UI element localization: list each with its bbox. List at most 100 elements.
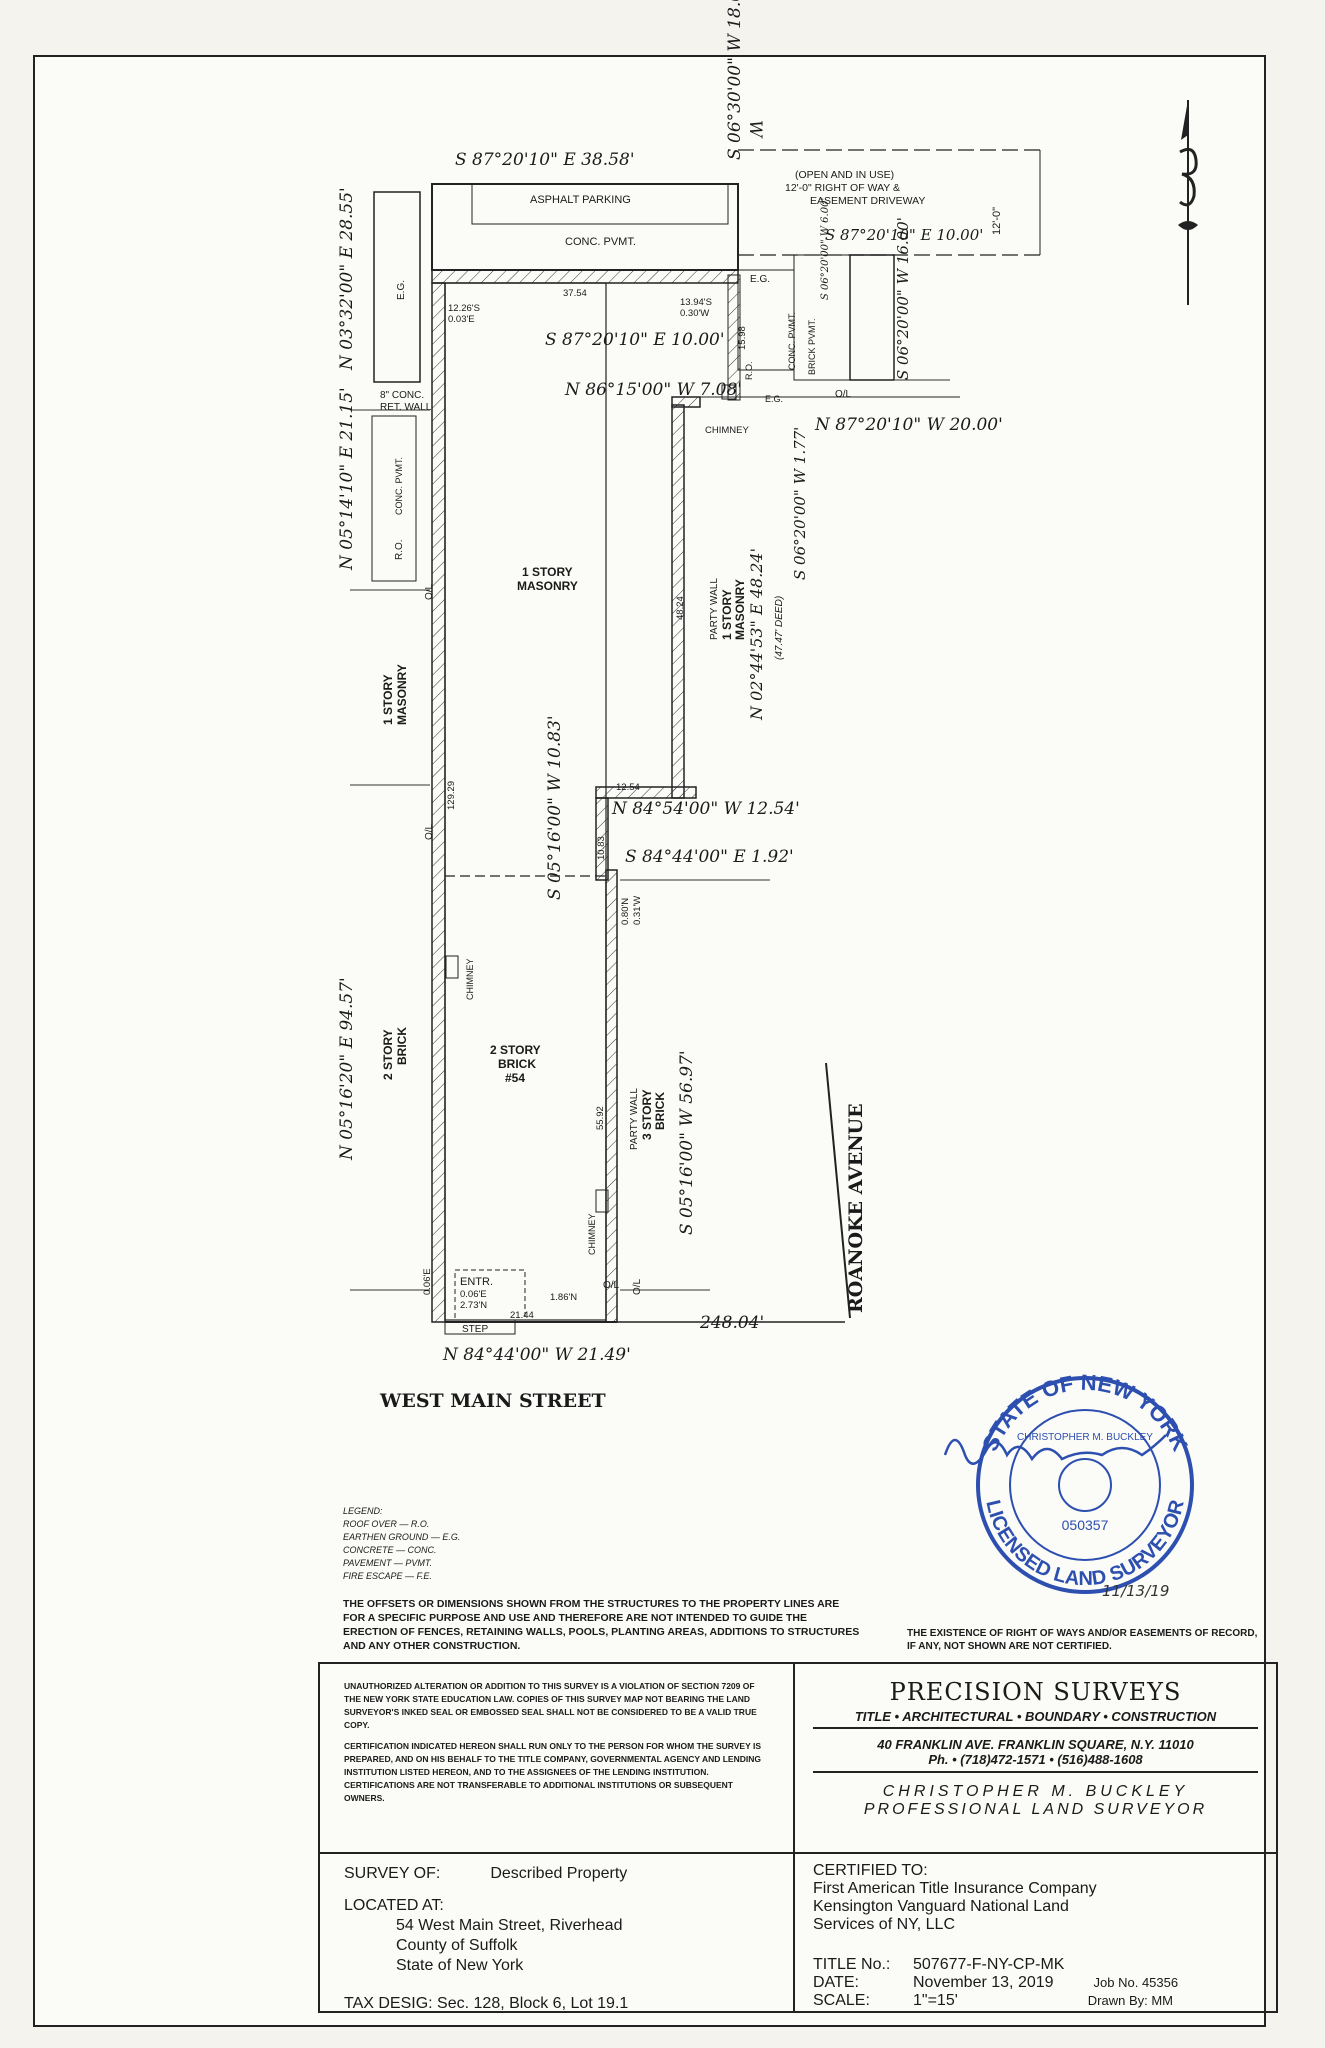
- parking-area: [371, 149, 1041, 1335]
- bearing-s84: S 84°44'00" E 1.92': [625, 847, 794, 867]
- open-use-2: 12'-0" RIGHT OF WAY &: [785, 182, 900, 194]
- certified-line-2: Kensington Vanguard National Land: [813, 1898, 1069, 1915]
- chimney-label: CHIMNEY: [705, 425, 749, 436]
- bearing-deed: (47.47' DEED): [774, 596, 785, 660]
- firm-name: PRECISION SURVEYS: [889, 1678, 1182, 1706]
- dim-1226: 12.26'S: [448, 303, 480, 314]
- asphalt-label: ASPHALT PARKING: [530, 194, 631, 206]
- firm-address: 40 FRANKLIN AVE. FRANKLIN SQUARE, N.Y. 1…: [877, 1737, 1194, 1752]
- bearing-n87: N 87°20'10" W 20.00': [814, 415, 1003, 435]
- bearing-north: S 87°20'10" E 38.58': [455, 150, 635, 170]
- ro-label: R.O.: [394, 539, 405, 560]
- brick-label: BRICK: [498, 1057, 536, 1071]
- three-story: 3 STORY: [640, 1089, 654, 1140]
- bearing-easement-top: S 06°30'00" W 18.02': [725, 0, 745, 160]
- job-number: Job No. 45356: [1093, 1975, 1179, 1990]
- legend-title: LEGEND:: [343, 1506, 383, 1516]
- left-masonry: MASONRY: [395, 664, 409, 725]
- legend-item: ROOF OVER — R.O.: [343, 1519, 430, 1529]
- party-wall-1: PARTY WALL: [709, 578, 720, 640]
- dim-3754: 37.54: [563, 288, 587, 299]
- bearing-s05-short: S 05°16'00" W 10.83': [545, 715, 565, 900]
- address-line-1: 54 West Main Street, Riverhead: [396, 1917, 623, 1934]
- two-story-label: 2 STORY: [490, 1043, 541, 1057]
- certified-line-3: Services of NY, LLC: [813, 1916, 955, 1933]
- located-label: LOCATED AT:: [344, 1897, 444, 1914]
- open-use-1: (OPEN AND IN USE): [795, 169, 894, 181]
- bearing-left-main: N 05°16'20" E 94.57': [337, 977, 357, 1161]
- conc-pvmt-label: CONC. PVMT.: [565, 236, 636, 248]
- survey-of-label: SURVEY OF:: [344, 1865, 441, 1882]
- twelve-label: 12'-0": [991, 207, 1003, 235]
- ol-2: O/L: [424, 583, 435, 600]
- title-no: 507677-F-NY-CP-MK: [913, 1956, 1065, 1973]
- drawn-by: Drawn By: MM: [1087, 1993, 1174, 2008]
- one-story-label: 1 STORY: [522, 565, 573, 579]
- north-arrow-icon: [1178, 100, 1198, 305]
- dim-273: 2.73'N: [460, 1300, 487, 1311]
- bearing-bottom: N 84°44'00" W 21.49': [442, 1345, 631, 1365]
- dim-4824: 48.24: [675, 596, 686, 620]
- dim-1254: 12.54: [616, 782, 640, 793]
- title-no-label: TITLE No.:: [813, 1956, 891, 1973]
- ret-wall-2: RET. WALL: [380, 402, 432, 413]
- masonry-label: MASONRY: [517, 579, 578, 593]
- conc-pvmt-right: CONC. PVMT.: [787, 312, 797, 370]
- tax-designation: TAX DESIG: Sec. 128, Block 6, Lot 19.1: [344, 1995, 629, 2012]
- rights-note: THE EXISTENCE OF RIGHT OF WAYS AND/OR EA…: [907, 1628, 1258, 1652]
- firm-panel: PRECISION SURVEYS TITLE • ARCHITECTURAL …: [795, 1664, 1276, 1854]
- date-label: DATE:: [813, 1974, 859, 1991]
- eg-label: E.G.: [396, 280, 407, 300]
- unauthorized-note: UNAUTHORIZED ALTERATION OR ADDITION TO T…: [344, 1681, 757, 1730]
- conc-pvmt-left: CONC. PVMT.: [394, 457, 404, 515]
- offsets-note: THE OFFSETS OR DIMENSIONS SHOWN FROM THE…: [343, 1598, 860, 1652]
- adjacent-ticks: [350, 379, 950, 1291]
- surveyor-name: CHRISTOPHER M. BUCKLEY: [882, 1783, 1189, 1800]
- survey-info-panel: SURVEY OF:Described Property LOCATED AT:…: [320, 1854, 795, 2012]
- roanoke-distance: 248.04': [699, 1313, 764, 1333]
- bearing-s05-long: S 05°16'00" W 56.97': [677, 1050, 697, 1235]
- survey-date: November 13, 2019: [913, 1974, 1054, 1991]
- bearing-n84: N 84°54'00" W 12.54': [611, 799, 800, 819]
- dim-080: 0.80'N: [620, 898, 631, 925]
- eg-label-2: E.G.: [750, 274, 770, 285]
- dim-1394: 13.94'S: [680, 297, 712, 308]
- party-masonry: MASONRY: [733, 579, 747, 640]
- dim-030: 0.30'W: [680, 308, 709, 319]
- firm-phone: Ph. • (718)472-1571 • (516)488-1608: [813, 1752, 1258, 1773]
- west-main-street-label: WEST MAIN STREET: [379, 1390, 606, 1412]
- legend-item: EARTHEN GROUND — E.G.: [343, 1532, 461, 1542]
- roanoke-avenue-label: ROANOKE AVENUE: [845, 1103, 867, 1313]
- dim-5592: 55.92: [595, 1106, 606, 1130]
- bearing-ease-right: S 06°20'00" W 16.00': [894, 217, 912, 380]
- left-one-story: 1 STORY: [381, 674, 395, 725]
- certified-label: CERTIFIED TO:: [813, 1862, 928, 1879]
- seal-number: 050357: [1062, 1517, 1109, 1533]
- ol-4: O/L: [835, 389, 852, 400]
- left-brick: BRICK: [395, 1027, 409, 1065]
- bearing-left-mid: N 05°14'10" E 21.15': [337, 387, 357, 571]
- legend-item: FIRE ESCAPE — F.E.: [343, 1571, 432, 1581]
- dim-1083: 10.83: [596, 836, 607, 860]
- legend: LEGEND: ROOF OVER — R.O. EARTHEN GROUND …: [343, 1505, 543, 1583]
- title-block: UNAUTHORIZED ALTERATION OR ADDITION TO T…: [318, 1662, 1278, 2013]
- survey-scale: 1"=15': [913, 1992, 958, 2009]
- surveyor-seal: STATE OF NEW YORK LICENSED LAND SURVEYOR…: [943, 1370, 1194, 1600]
- bearing-inner: S 87°20'10" E 10.00': [545, 330, 725, 350]
- bearing-n02: N 02°44'53" E 48.24': [747, 548, 766, 721]
- sign-date: 11/13/19: [1102, 1582, 1169, 1600]
- legend-item: PAVEMENT — PVMT.: [343, 1558, 433, 1568]
- certified-line-1: First American Title Insurance Company: [813, 1880, 1097, 1897]
- dim-003: 0.03'E: [448, 314, 475, 325]
- three-story-brick: BRICK: [653, 1092, 667, 1130]
- chimney-label-2: CHIMNEY: [465, 958, 475, 1000]
- bearing-left-upper: N 03°32'00" E 28.55': [337, 187, 357, 371]
- ret-wall-1: 8" CONC.: [380, 390, 424, 401]
- survey-sheet: [33, 55, 1266, 2027]
- ol-5: O/L: [632, 1278, 643, 1295]
- scale-label: SCALE:: [813, 1992, 870, 2009]
- address-line-2: County of Suffolk: [396, 1937, 518, 1954]
- roanoke-avenue-line: [825, 1062, 851, 1319]
- brick-pvmt: BRICK PVMT.: [807, 318, 817, 375]
